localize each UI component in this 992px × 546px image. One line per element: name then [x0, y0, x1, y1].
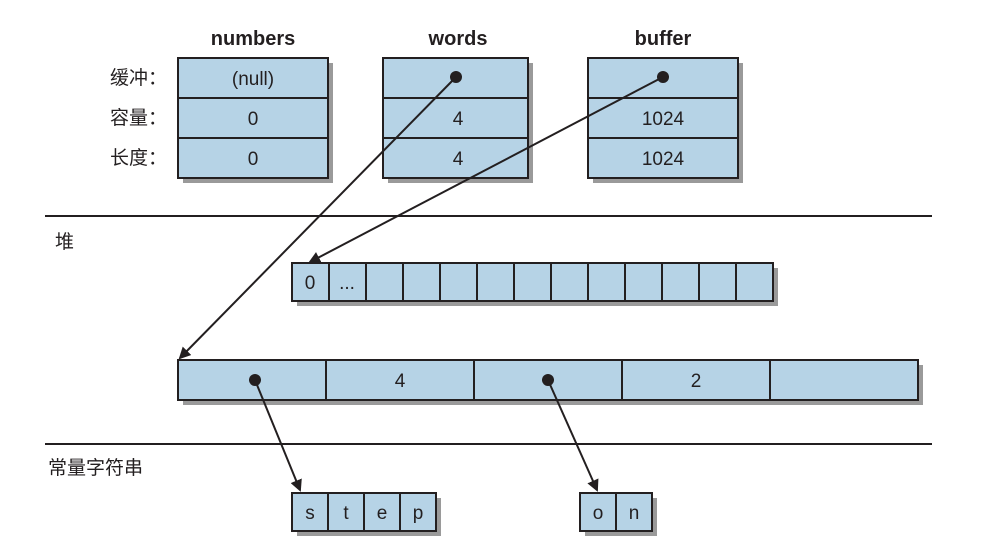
words-array-cell [769, 359, 919, 401]
words-length-value: 4 [453, 149, 464, 170]
label-length: 长度： [110, 147, 167, 169]
heap-buffer-first-value: 0 [305, 273, 316, 294]
label-capacity: 容量： [110, 107, 167, 129]
char-cell: s [305, 503, 315, 524]
vector-buffer: 1024 1024 [587, 57, 743, 183]
buffer-to-heap-arrow [308, 76, 664, 263]
static-string-on: o n [579, 492, 657, 536]
static-string-step: s t e p [291, 492, 441, 536]
buffer-length-value: 1024 [642, 149, 685, 170]
heap-buffer-ellipsis: ... [339, 273, 355, 294]
vector-numbers: (null) 0 0 [177, 57, 333, 183]
heap-buffer-cell [402, 262, 441, 302]
heap-buffer-cell [365, 262, 404, 302]
heap-buffer-cell [661, 262, 700, 302]
char-cell: p [413, 503, 424, 524]
heap-buffer-cell [624, 262, 663, 302]
words-array-cell [621, 359, 771, 401]
heap-buffer-cell [587, 262, 626, 302]
header-numbers: numbers [211, 28, 295, 50]
header-buffer: buffer [635, 28, 692, 50]
word-to-on-arrow [547, 379, 599, 492]
words-to-array-arrow [178, 76, 457, 360]
numbers-length-value: 0 [248, 149, 259, 170]
numbers-capacity-value: 0 [248, 109, 259, 130]
char-cell: e [377, 503, 388, 524]
heap-buffer-cell [550, 262, 589, 302]
section-static-label: 常量字符串 [48, 457, 143, 479]
header-words: words [428, 28, 488, 50]
char-cell: t [343, 503, 349, 524]
char-cell: n [629, 503, 640, 524]
section-heap-label: 堆 [55, 231, 74, 253]
heap-buffer-cell [439, 262, 478, 302]
numbers-buffer-value: (null) [232, 69, 274, 90]
heap-buffer-cell [735, 262, 774, 302]
buffer-capacity-value: 1024 [642, 109, 685, 130]
words-capacity-value: 4 [453, 109, 464, 130]
label-buffer: 缓冲： [110, 67, 167, 89]
char-cell: o [593, 503, 604, 524]
heap-buffer-cell [698, 262, 737, 302]
heap-buffer-cell [476, 262, 515, 302]
heap-buffer: 0 ... [291, 262, 778, 306]
words-array-len-1: 4 [395, 371, 406, 392]
pointers [178, 71, 669, 492]
words-array-cell [325, 359, 475, 401]
words-array-len-2: 2 [691, 371, 702, 392]
heap-buffer-cell [513, 262, 552, 302]
word-to-step-arrow [254, 379, 302, 492]
